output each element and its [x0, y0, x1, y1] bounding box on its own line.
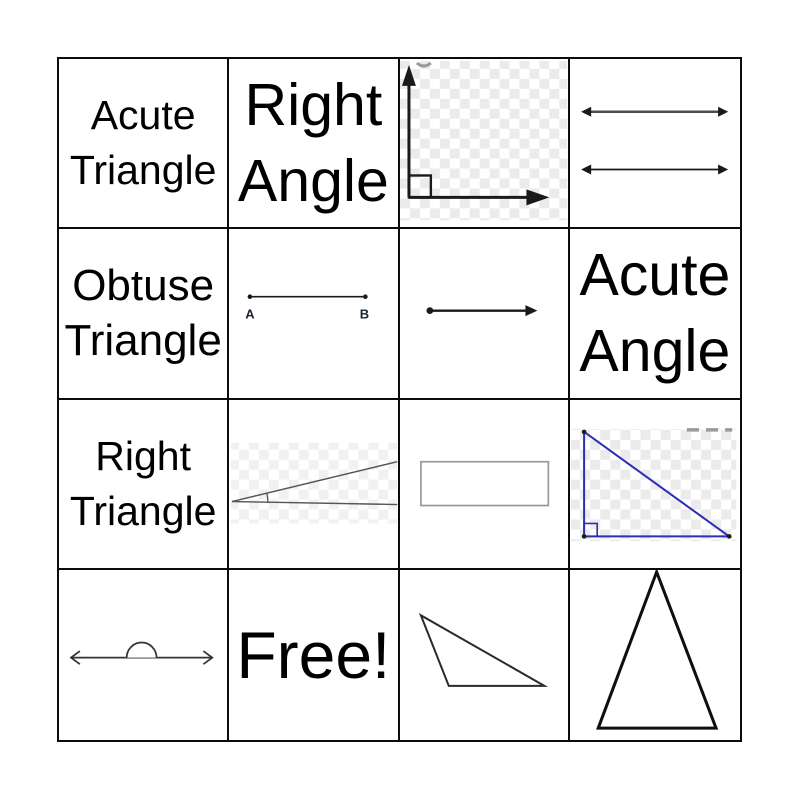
cell-label-obtuse-triangle: Obtuse Triangle [64, 261, 222, 366]
ray-endpoint-dot [425, 307, 433, 315]
cell-label-right-angle: Right Angle [237, 72, 389, 215]
acute-triangle-outline [595, 569, 719, 730]
transparency-checkerboard [231, 442, 398, 523]
rectangle-outline [419, 460, 549, 506]
endpoint-b-dot [363, 294, 368, 300]
right-angle-icon [399, 60, 567, 221]
arrowhead [580, 106, 591, 117]
vertex-dot [581, 533, 587, 539]
obtuse-triangle-icon [418, 612, 548, 687]
watermark-mark [415, 61, 432, 68]
lower-ray [232, 500, 398, 505]
acute-angle-icon [231, 442, 398, 523]
semicircle-arc [125, 641, 158, 658]
bingo-cell-acute-triangle[interactable]: Acute Triangle [59, 59, 230, 230]
parallel-lines-icon [580, 106, 728, 175]
bingo-cell-rectangle[interactable] [399, 399, 570, 570]
left-arrowhead [69, 650, 81, 665]
vertex-dot [726, 533, 732, 539]
arrowhead [717, 164, 728, 175]
right-arrowhead [525, 189, 549, 206]
endpoint-a-dot [247, 294, 253, 300]
arrowhead [524, 305, 537, 317]
obtuse-triangle-outline [418, 612, 548, 687]
bingo-cell-obtuse-triangle-figure[interactable] [399, 569, 570, 740]
right-angle-square [583, 522, 598, 537]
bingo-cell-straight-angle[interactable] [59, 569, 230, 740]
bingo-cell-right-angle[interactable]: Right Angle [229, 59, 400, 230]
cell-label-right-triangle: Right Triangle [69, 432, 217, 534]
transparency-checkerboard [399, 60, 567, 221]
bingo-cell-ray[interactable] [399, 229, 570, 400]
rectangle-icon [419, 460, 549, 506]
cell-label-acute-angle: Acute Angle [579, 242, 731, 385]
cell-label-acute-triangle: Acute Triangle [69, 92, 217, 194]
arrowhead [580, 164, 591, 175]
bingo-board: Acute Triangle Right Angle [57, 57, 742, 742]
ray-icon [425, 305, 537, 317]
bingo-cell-parallel-lines[interactable] [569, 59, 740, 230]
arrowhead [717, 106, 728, 117]
right-angle-square [407, 174, 432, 199]
bingo-cell-line-segment[interactable]: A B [229, 229, 400, 400]
bingo-cell-right-triangle[interactable]: Right Triangle [59, 399, 230, 570]
upper-ray [232, 460, 398, 502]
right-triangle-outline [582, 429, 733, 537]
bingo-cell-obtuse-triangle[interactable]: Obtuse Triangle [59, 229, 230, 400]
bingo-cell-acute-angle[interactable]: Acute Angle [569, 229, 740, 400]
bingo-cell-acute-angle-figure[interactable] [229, 399, 400, 570]
vertex-dot [581, 429, 587, 434]
right-triangle-icon [570, 427, 736, 541]
bingo-cell-acute-triangle-figure[interactable] [569, 569, 740, 740]
endpoint-b-label: B [360, 307, 369, 322]
up-arrowhead [401, 64, 416, 86]
straight-angle-icon [69, 641, 214, 665]
acute-triangle-icon [595, 569, 719, 730]
bingo-cell-right-triangle-figure[interactable] [569, 399, 740, 570]
cell-label-free: Free! [236, 617, 391, 692]
bingo-cell-free[interactable]: Free! [229, 569, 400, 740]
endpoint-a-label: A [245, 307, 254, 322]
bingo-cell-right-angle-figure[interactable] [399, 59, 570, 230]
line-segment-icon: A B [245, 294, 369, 322]
right-arrowhead [202, 650, 214, 665]
angle-arc [266, 492, 269, 503]
